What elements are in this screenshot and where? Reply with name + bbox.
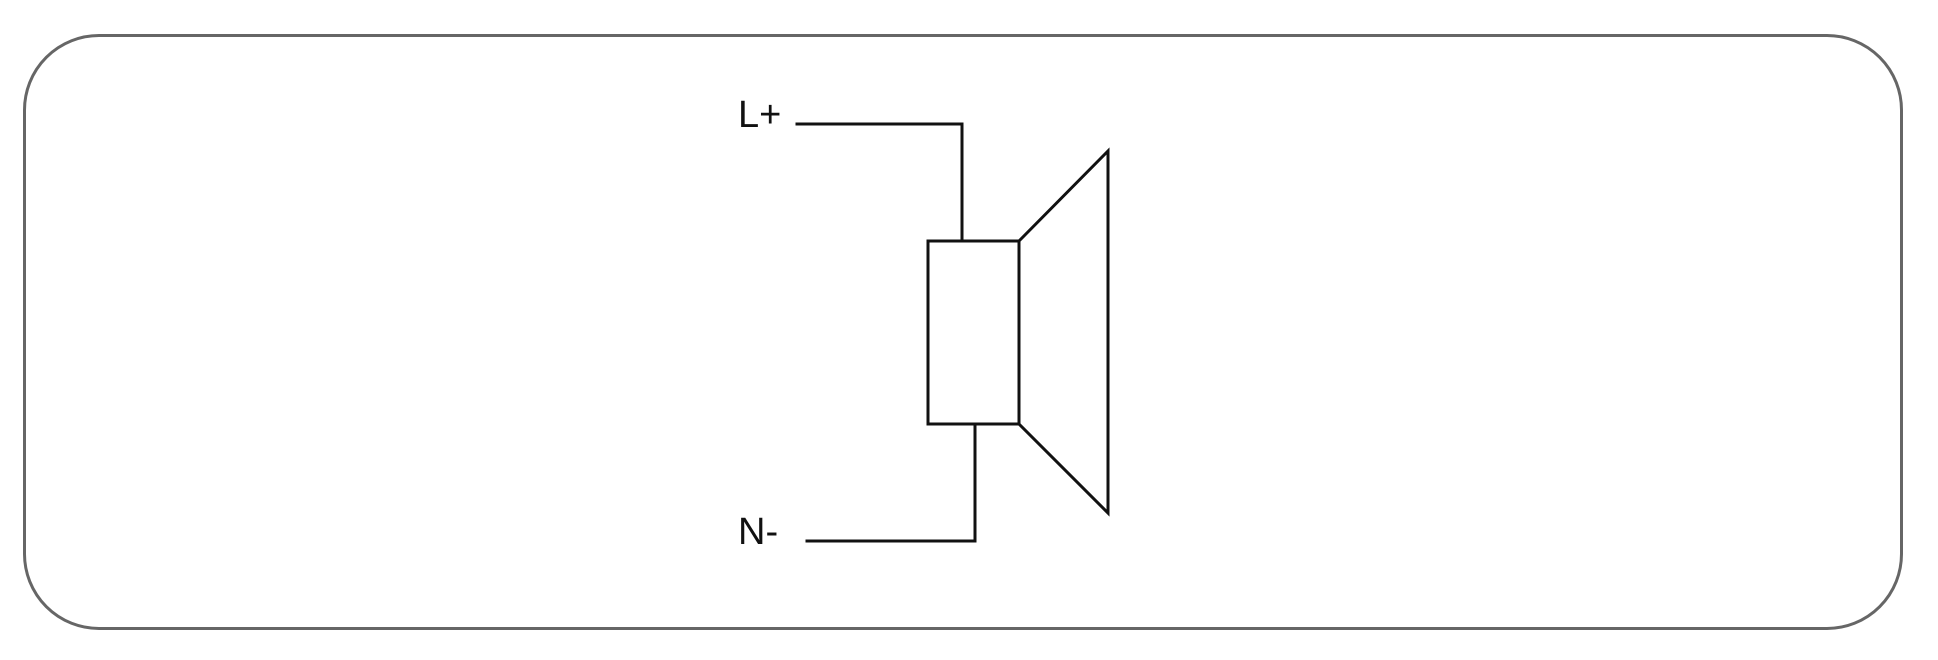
neutral-terminal-label: N- xyxy=(738,511,778,553)
neutral-wire xyxy=(805,422,977,543)
live-terminal-label: L+ xyxy=(738,94,781,136)
live-wire xyxy=(795,122,964,243)
speaker-magnet xyxy=(926,239,1021,426)
speaker-cone xyxy=(1017,147,1110,517)
